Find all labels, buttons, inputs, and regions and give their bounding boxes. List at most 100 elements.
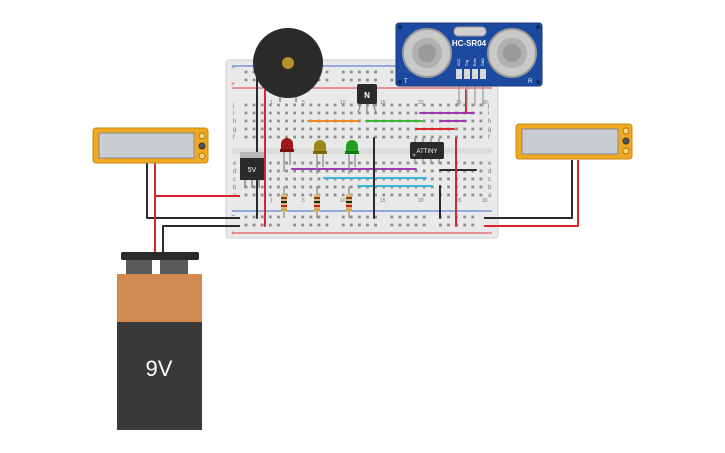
breadboard-hole bbox=[430, 135, 434, 139]
breadboard-hole bbox=[268, 169, 272, 173]
breadboard-hole bbox=[358, 223, 361, 227]
breadboard-hole bbox=[374, 215, 377, 219]
breadboard-hole bbox=[349, 111, 353, 115]
breadboard-hole bbox=[277, 185, 280, 189]
breadboard-hole bbox=[390, 70, 394, 74]
breadboard-hole bbox=[277, 135, 280, 139]
breadboard-hole bbox=[479, 111, 483, 115]
breadboard-row-letter: f bbox=[233, 135, 235, 141]
breadboard-hole bbox=[317, 135, 321, 139]
breadboard-hole bbox=[382, 169, 386, 173]
breadboard-hole bbox=[479, 177, 483, 181]
breadboard-hole bbox=[374, 135, 377, 139]
breadboard-hole bbox=[244, 111, 248, 115]
column-number: 20 bbox=[418, 198, 424, 204]
breadboard-hole bbox=[293, 111, 296, 115]
sensor-pin-label: Trig bbox=[465, 60, 469, 66]
breadboard-row-letter: i bbox=[233, 111, 234, 117]
breadboard-hole bbox=[414, 193, 418, 197]
breadboard-hole bbox=[317, 177, 321, 181]
column-number: 30 bbox=[482, 100, 488, 106]
breadboard-hole bbox=[398, 169, 402, 173]
breadboard-hole bbox=[463, 103, 467, 107]
breadboard-hole bbox=[268, 127, 272, 131]
breadboard-hole bbox=[406, 111, 410, 115]
breadboard-hole bbox=[268, 177, 272, 181]
breadboard-hole bbox=[333, 103, 337, 107]
breadboard-hole bbox=[463, 215, 467, 219]
battery-voltage-label: 9V bbox=[146, 356, 173, 381]
breadboard-hole bbox=[366, 111, 369, 115]
breadboard-hole bbox=[293, 135, 296, 139]
breadboard-hole bbox=[398, 223, 402, 227]
breadboard-hole bbox=[293, 127, 296, 131]
ultrasonic-sensor-hc-sr04: HC-SR04 T R VCC Trig Echo GND bbox=[395, 22, 543, 106]
breadboard-hole bbox=[325, 111, 329, 115]
breadboard-hole bbox=[341, 169, 345, 173]
breadboard-hole bbox=[439, 103, 442, 107]
breadboard-hole bbox=[382, 127, 386, 131]
breadboard-row-letter: e bbox=[233, 161, 237, 167]
sensor-pin-labels: VCC Trig Echo GND bbox=[457, 58, 485, 66]
breadboard-hole bbox=[341, 215, 345, 219]
breadboard-hole bbox=[398, 127, 402, 131]
breadboard-hole bbox=[309, 111, 313, 115]
microcontroller-label: ATTINY bbox=[417, 149, 438, 155]
breadboard-hole bbox=[406, 103, 410, 107]
breadboard-hole bbox=[293, 177, 296, 181]
breadboard-hole bbox=[293, 161, 296, 165]
breadboard-hole bbox=[244, 223, 248, 227]
breadboard-hole bbox=[301, 215, 305, 219]
breadboard-hole bbox=[471, 119, 475, 123]
breadboard-hole bbox=[260, 119, 264, 123]
breadboard-hole bbox=[382, 135, 386, 139]
breadboard-hole bbox=[463, 177, 467, 181]
breadboard-hole bbox=[455, 103, 458, 107]
breadboard-hole bbox=[463, 127, 467, 131]
breadboard-hole bbox=[374, 78, 377, 82]
breadboard-hole bbox=[390, 135, 394, 139]
breadboard-hole bbox=[471, 185, 475, 189]
breadboard-hole bbox=[317, 169, 321, 173]
breadboard-hole bbox=[268, 135, 272, 139]
breadboard-hole bbox=[341, 127, 345, 131]
breadboard-hole bbox=[414, 223, 418, 227]
breadboard-hole bbox=[439, 161, 442, 165]
breadboard-hole bbox=[268, 103, 272, 107]
breadboard-hole bbox=[374, 127, 377, 131]
led-yellow bbox=[313, 140, 327, 174]
breadboard-hole bbox=[325, 223, 329, 227]
breadboard-hole bbox=[366, 78, 369, 82]
transistor-label: N bbox=[364, 91, 370, 100]
breadboard-hole bbox=[277, 127, 280, 131]
breadboard-hole bbox=[358, 161, 361, 165]
breadboard-hole bbox=[333, 111, 337, 115]
breadboard-hole bbox=[277, 169, 280, 173]
breadboard-hole bbox=[244, 70, 248, 74]
breadboard-row-letter: a bbox=[488, 193, 492, 199]
svg-text:−: − bbox=[231, 213, 235, 220]
breadboard-hole bbox=[341, 185, 345, 189]
breadboard-hole bbox=[471, 127, 475, 131]
breadboard-hole bbox=[430, 103, 434, 107]
sensor-pin-label: Echo bbox=[473, 58, 477, 66]
breadboard-hole bbox=[252, 135, 256, 139]
breadboard-hole bbox=[277, 111, 280, 115]
breadboard-hole bbox=[309, 215, 313, 219]
breadboard-hole bbox=[422, 119, 426, 123]
breadboard-hole bbox=[374, 103, 377, 107]
breadboard-row-letter: e bbox=[488, 161, 492, 167]
breadboard-hole bbox=[422, 135, 426, 139]
breadboard-hole bbox=[285, 177, 288, 181]
breadboard-hole bbox=[325, 215, 329, 219]
breadboard-hole bbox=[406, 127, 410, 131]
breadboard-hole bbox=[366, 161, 369, 165]
column-number: 25 bbox=[456, 198, 462, 204]
breadboard-hole bbox=[301, 223, 305, 227]
breadboard-hole bbox=[463, 193, 467, 197]
piezo-buzzer bbox=[253, 28, 323, 102]
breadboard-hole bbox=[479, 185, 483, 189]
breadboard-row-letter: d bbox=[488, 169, 491, 175]
breadboard-hole bbox=[260, 185, 264, 189]
